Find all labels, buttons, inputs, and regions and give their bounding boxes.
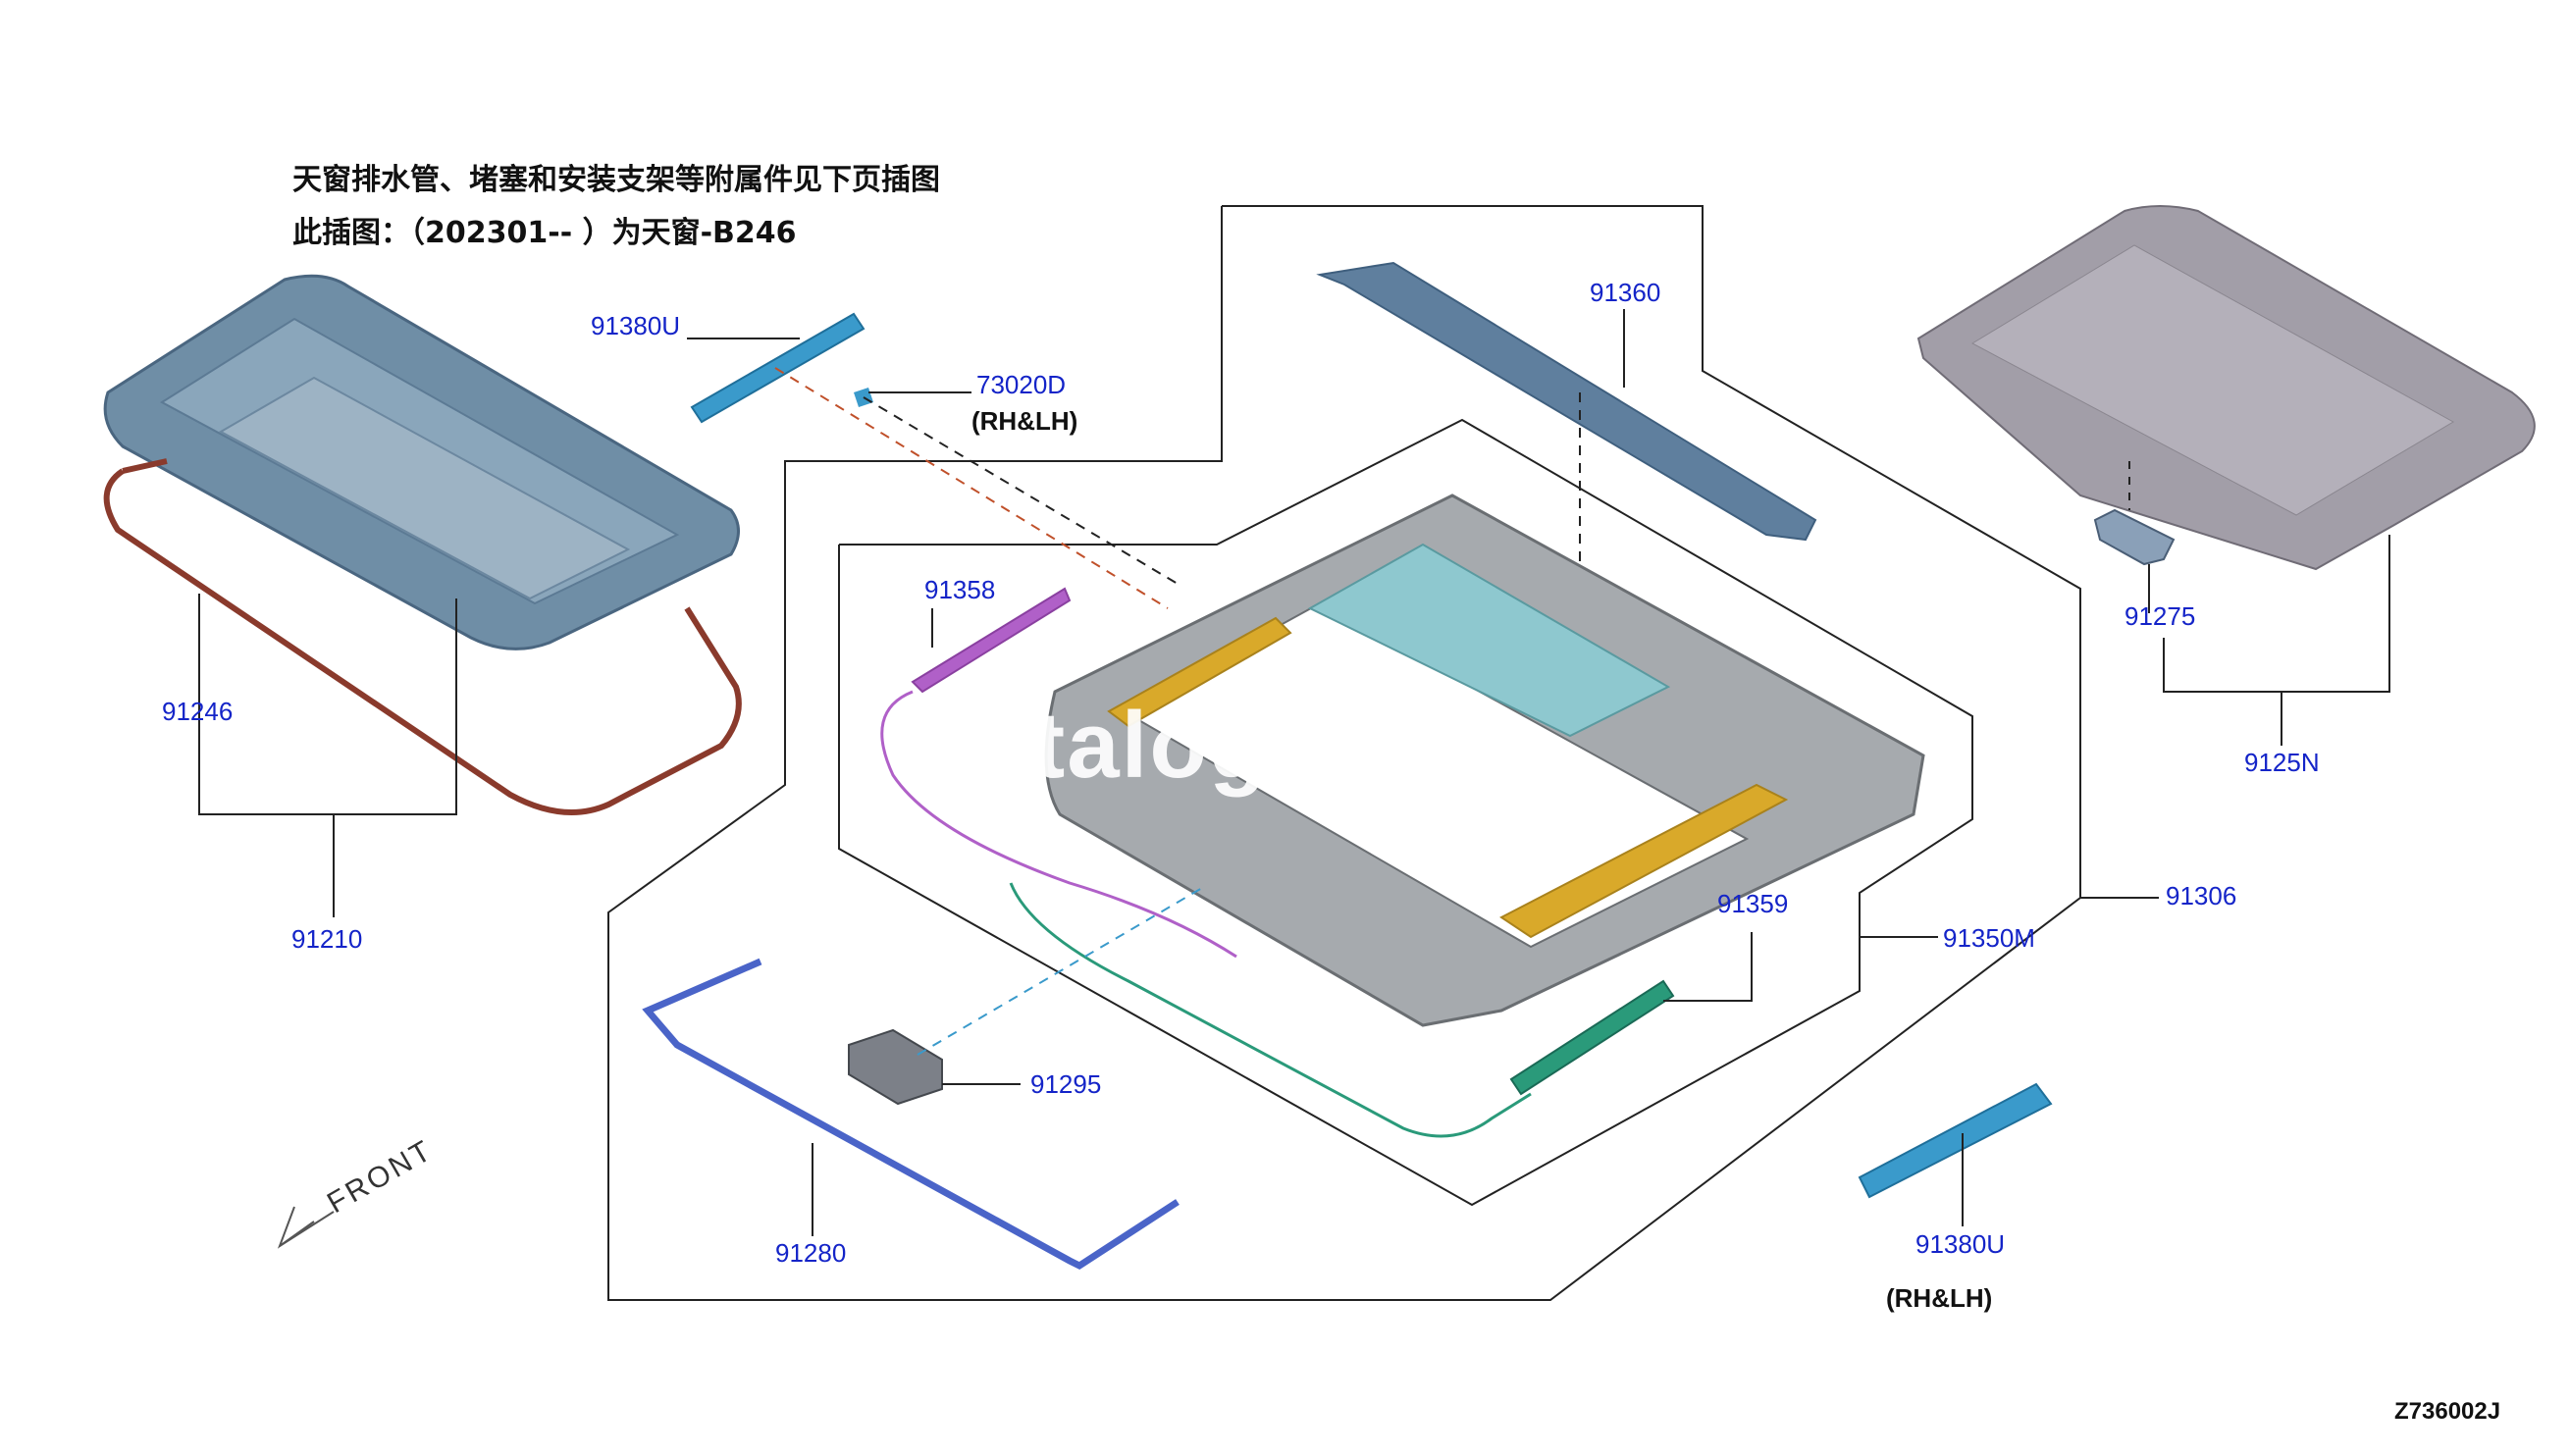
- dashed-guide-b: [863, 396, 1179, 585]
- part-label-91380U-top: 91380U: [591, 311, 681, 340]
- part-label-91295: 91295: [1030, 1069, 1102, 1099]
- leader-91359: [1663, 932, 1753, 1002]
- part-label-91358: 91358: [924, 575, 996, 604]
- part-label-9125N: 9125N: [2244, 748, 2320, 777]
- weatherstrip-seal-upper: [122, 458, 168, 474]
- glass-panel-91246: [103, 274, 740, 650]
- drain-hose-purple: [880, 690, 1237, 959]
- sunvisor-clip-91275: [2093, 508, 2176, 566]
- assembly-outline-91350M: [838, 418, 1973, 1207]
- drain-bracket-91359: [1509, 979, 1675, 1096]
- weatherstrip-seal: [103, 468, 742, 815]
- drive-cable-green: [1009, 882, 1532, 1138]
- part-label-91306: 91306: [2166, 881, 2237, 910]
- note-line-1: 天窗排水管、堵塞和安装支架等附属件见下页插图: [292, 163, 940, 197]
- assembly-outline-91306: [607, 205, 2159, 1301]
- trim-strip-91380U-bottom: [1858, 1082, 2053, 1199]
- part-label-91280: 91280: [775, 1238, 847, 1268]
- leader-9125N: [2148, 535, 2390, 746]
- wind-deflector-91280: [642, 958, 1180, 1271]
- part-label-91359: 91359: [1717, 889, 1789, 918]
- leader-91210: [198, 594, 457, 917]
- front-arrow-icon: [277, 1206, 335, 1249]
- drain-bracket-91358: [911, 587, 1072, 694]
- headliner-9125N-inner: [1970, 244, 2455, 516]
- drawing-code: Z736002J: [2394, 1398, 2501, 1425]
- sunroof-frame: [1044, 494, 1925, 1027]
- part-label-91360: 91360: [1590, 278, 1661, 307]
- part-label-73020D: 73020D: [976, 370, 1067, 399]
- front-rail-91360: [1316, 261, 1817, 542]
- motor-91295: [848, 1028, 943, 1106]
- dashed-guide-d: [917, 887, 1203, 1056]
- part-label-91380U-bottom-side: (RH&LH): [1886, 1283, 1993, 1313]
- part-label-91246: 91246: [162, 697, 234, 726]
- dashed-guide-a: [774, 367, 1169, 609]
- part-label-91380U-bottom: 91380U: [1915, 1229, 2006, 1259]
- watermark-text: to talog: [913, 693, 1269, 798]
- part-label-91350M: 91350M: [1943, 923, 2035, 953]
- part-label-91275: 91275: [2124, 601, 2196, 631]
- note-line-2: 此插图：（202301-- ）为天窗-B246: [292, 216, 797, 250]
- part-label-73020D-side: (RH&LH): [971, 406, 1078, 436]
- part-label-91210: 91210: [291, 924, 363, 954]
- trim-strip-91380U-top: [690, 312, 865, 424]
